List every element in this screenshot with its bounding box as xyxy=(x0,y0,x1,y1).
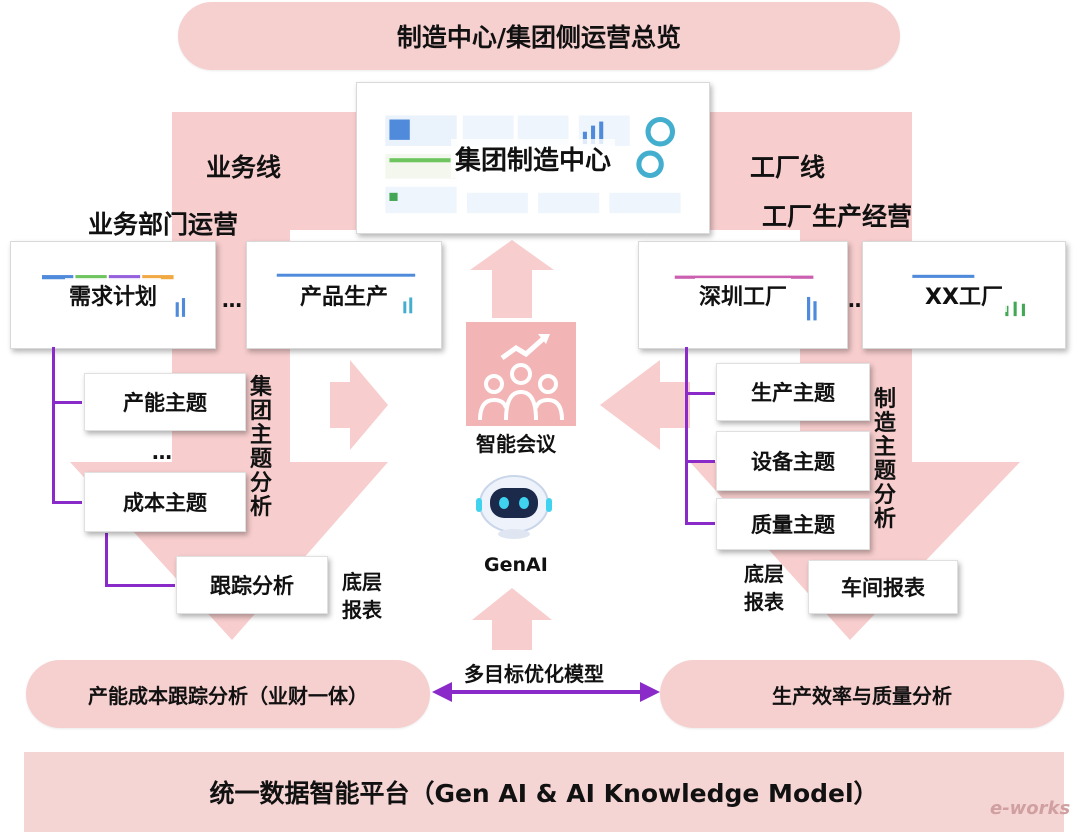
card-product-production[interactable]: 产品生产 xyxy=(246,241,442,349)
center-up-arrow-1 xyxy=(470,240,554,318)
topic-cost-label: 成本主题 xyxy=(119,487,211,517)
card-product-production-label: 产品生产 xyxy=(295,278,392,312)
topic-production-label: 生产主题 xyxy=(747,377,839,407)
meeting-label: 智能会议 xyxy=(476,432,556,456)
bottom-left-pill: 产能成本跟踪分析（业财一体） xyxy=(26,660,430,728)
genai-label: GenAI xyxy=(484,554,548,576)
left-top-connector xyxy=(172,112,362,230)
right-bracket-branch-1 xyxy=(685,392,715,395)
left-report-card[interactable]: 跟踪分析 xyxy=(176,556,328,614)
center-card-label: 集团制造中心 xyxy=(450,138,615,178)
right-left-arrow xyxy=(600,360,690,450)
topic-cost[interactable]: 成本主题 xyxy=(84,472,246,532)
card-xx-factory[interactable]: XX工厂 xyxy=(862,241,1066,349)
top-banner: 制造中心/集团侧运营总览 xyxy=(178,2,900,70)
topic-equipment[interactable]: 设备主题 xyxy=(716,431,870,491)
people-chart-icon xyxy=(478,334,564,421)
topic-quality[interactable]: 质量主题 xyxy=(716,498,870,550)
card-thumbnail xyxy=(674,275,817,321)
left-report-branch xyxy=(105,584,175,587)
topic-quality-label: 质量主题 xyxy=(747,509,839,539)
left-report-label: 跟踪分析 xyxy=(206,570,298,600)
center-up-arrow-2 xyxy=(472,588,552,650)
left-report-bracket xyxy=(105,533,108,585)
right-report-tag-2: 报表 xyxy=(744,590,784,614)
card-thumbnail xyxy=(41,275,186,317)
model-label: 多目标优化模型 xyxy=(464,662,604,686)
right-top-connector xyxy=(708,112,912,230)
left-bracket-branch-1 xyxy=(52,401,82,404)
card-thumbnail xyxy=(276,273,416,314)
left-right-arrow xyxy=(330,360,388,450)
left-ellipsis: … xyxy=(222,288,242,312)
card-shenzhen-factory-label: 深圳工厂 xyxy=(694,278,791,312)
left-topic-ellipsis: … xyxy=(152,440,172,464)
card-xx-factory-label: XX工厂 xyxy=(921,278,1007,312)
left-ops-label: 业务部门运营 xyxy=(88,210,239,239)
right-vertical-label: 制造主题分析 xyxy=(873,387,896,532)
card-demand-plan-label: 需求计划 xyxy=(64,278,161,312)
right-report-card[interactable]: 车间报表 xyxy=(808,560,958,614)
right-report-label: 车间报表 xyxy=(837,572,929,602)
right-ops-label: 工厂生产经营 xyxy=(762,202,913,231)
topic-capacity[interactable]: 产能主题 xyxy=(84,373,246,431)
robot-icon xyxy=(476,475,552,539)
card-shenzhen-factory[interactable]: 深圳工厂 xyxy=(638,241,848,349)
left-report-tag-1: 底层 xyxy=(342,570,382,594)
right-report-tag-1: 底层 xyxy=(744,562,784,586)
card-demand-plan[interactable]: 需求计划 xyxy=(10,241,216,349)
left-report-tag-2: 报表 xyxy=(342,598,382,622)
left-vertical-label: 集团主题分析 xyxy=(249,375,272,520)
left-line-label: 业务线 xyxy=(206,153,282,182)
purple-arrowhead-right xyxy=(640,682,660,702)
right-bracket-branch-2 xyxy=(685,460,715,463)
left-bracket-main xyxy=(52,347,55,503)
watermark-logo: e-works xyxy=(990,798,1071,819)
center-card[interactable]: 集团制造中心 xyxy=(356,82,710,234)
right-bracket-main xyxy=(685,347,688,523)
platform-band: 统一数据智能平台（Gen AI & AI Knowledge Model） xyxy=(24,752,1064,832)
topic-capacity-label: 产能主题 xyxy=(119,387,211,417)
right-line-label: 工厂线 xyxy=(750,153,826,182)
purple-arrowhead-left xyxy=(432,682,452,702)
topic-equipment-label: 设备主题 xyxy=(747,446,839,476)
meeting-icon xyxy=(466,322,576,426)
bottom-right-pill: 生产效率与质量分析 xyxy=(660,660,1064,728)
topic-production[interactable]: 生产主题 xyxy=(716,363,870,421)
left-bracket-branch-2 xyxy=(52,501,82,504)
right-bracket-branch-3 xyxy=(685,522,715,525)
